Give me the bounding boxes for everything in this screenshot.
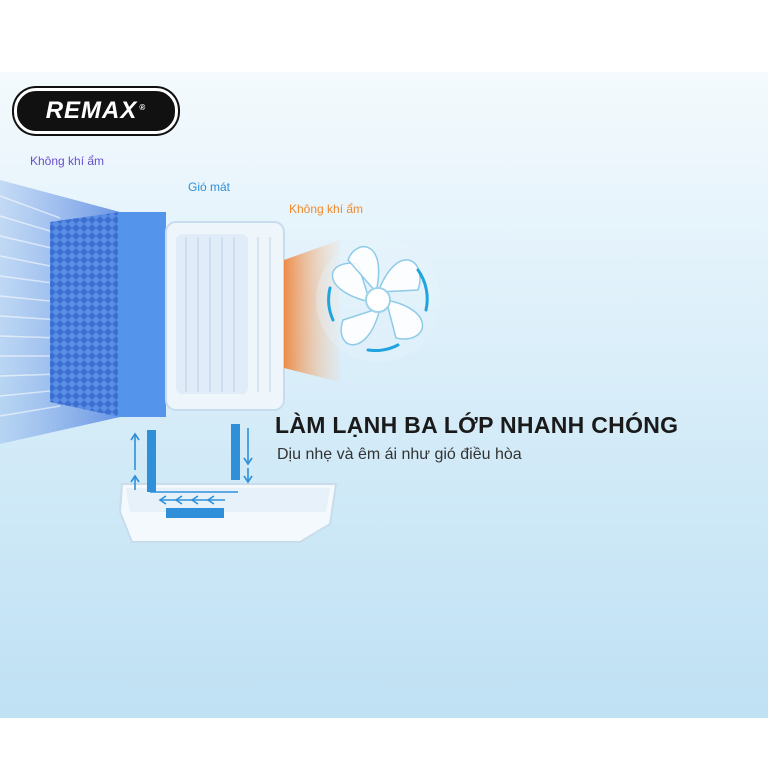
registered-mark: ®: [139, 103, 147, 112]
headline-title: LÀM LẠNH BA LỚP NHANH CHÓNG: [275, 412, 679, 438]
label-cool-wind: Gió mát: [188, 180, 231, 194]
cooling-pad: [50, 212, 166, 417]
cooling-diagram: [0, 180, 440, 543]
product-banner: REMAX ® Không khí ẩm Gió mát Không khí ẩ…: [0, 72, 768, 718]
label-humid-air-left: Không khí ẩm: [30, 154, 105, 168]
remax-logo: REMAX ®: [14, 88, 178, 134]
headline-subtitle: Dịu nhẹ và êm ái như gió điều hòa: [277, 446, 522, 463]
label-humid-air-right: Không khí ẩm: [289, 202, 364, 216]
water-tray: [118, 483, 338, 543]
circulation-arrows: [130, 424, 253, 505]
fan-icon: [316, 238, 440, 362]
warm-airflow: [284, 240, 340, 382]
ice-filter: [165, 221, 285, 411]
logo-text: REMAX: [45, 97, 138, 124]
